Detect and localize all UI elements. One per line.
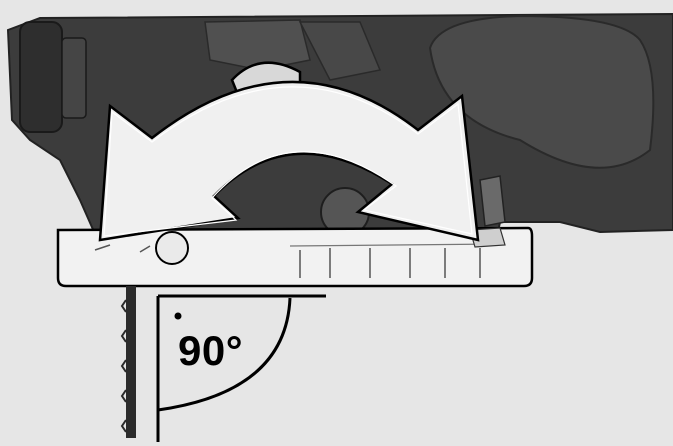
angle-value-label: 90° bbox=[178, 328, 243, 374]
angle-vertex-dot bbox=[175, 313, 182, 320]
saw-blade-edge bbox=[122, 286, 136, 438]
